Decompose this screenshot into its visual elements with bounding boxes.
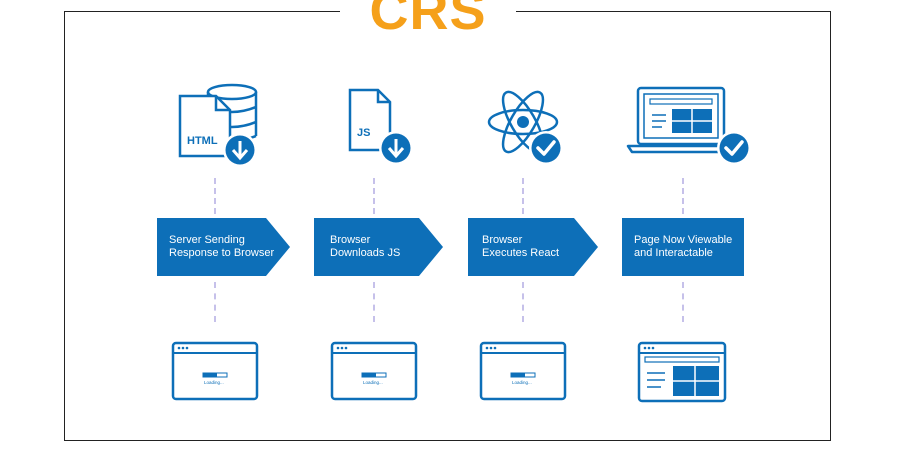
step-2-label-line1: Browser <box>330 234 371 246</box>
step-4-arrow: Page Now Viewable and Interactable <box>622 218 744 276</box>
connector-1-top <box>214 178 216 214</box>
connector-2-bottom <box>373 282 375 322</box>
step-3-label-line2: Executes React <box>482 247 560 259</box>
loading-label-3: Loading... <box>512 380 532 385</box>
laptop-check-icon <box>626 86 751 165</box>
rendered-window-icon <box>637 341 727 403</box>
connector-4-top <box>682 178 684 214</box>
loading-window-icon-1: Loading... <box>171 341 259 401</box>
step-4-label-line2: and Interactable <box>634 247 713 259</box>
step-3-label-line1: Browser <box>482 234 523 246</box>
loading-label-1: Loading... <box>204 380 224 385</box>
step-1-label-line2: Response to Browser <box>169 247 275 259</box>
connector-3-bottom <box>522 282 524 322</box>
html-file-label: HTML <box>187 135 218 147</box>
connector-4-bottom <box>682 282 684 322</box>
loading-window-icon-3: Loading... <box>479 341 567 401</box>
html-file-download-icon: HTML <box>178 83 258 167</box>
react-atom-check-icon <box>487 90 563 165</box>
step-1-label-line1: Server Sending <box>169 234 245 246</box>
loading-window-icon-2: Loading... <box>330 341 418 401</box>
js-file-label: JS <box>357 127 370 139</box>
js-file-download-icon: JS <box>348 88 413 165</box>
step-4-label-line1: Page Now Viewable <box>634 234 733 246</box>
connector-1-bottom <box>214 282 216 322</box>
step-2-arrow: Browser Downloads JS <box>314 218 443 276</box>
step-2-label-line2: Downloads JS <box>330 247 401 259</box>
connector-3-top <box>522 178 524 214</box>
step-1-arrow: Server Sending Response to Browser <box>157 218 290 276</box>
diagram-title: CRS <box>340 0 516 44</box>
loading-label-2: Loading... <box>363 380 383 385</box>
connector-2-top <box>373 178 375 214</box>
step-3-arrow: Browser Executes React <box>468 218 598 276</box>
